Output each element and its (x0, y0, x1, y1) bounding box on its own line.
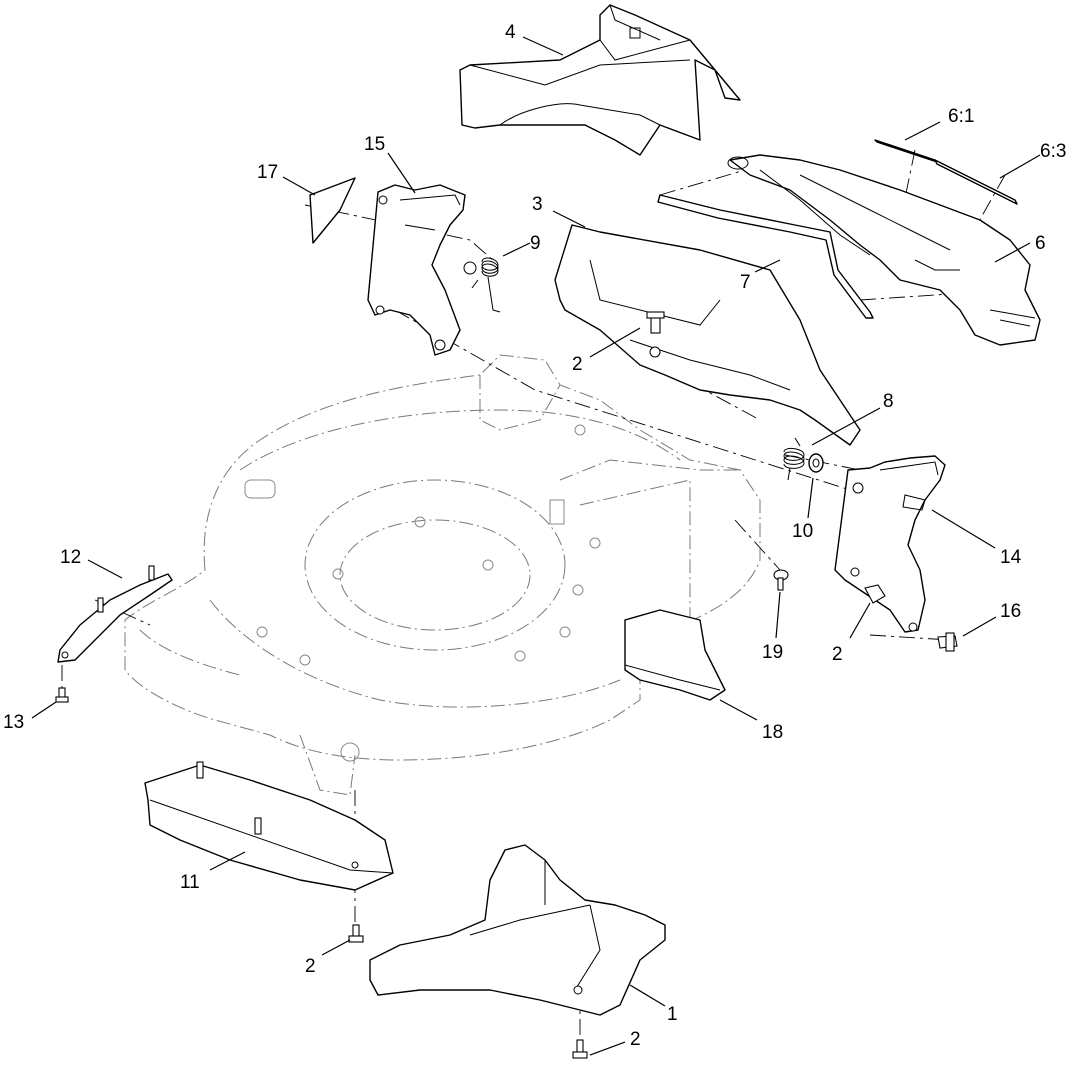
callout-6-1: 6:1 (948, 106, 974, 127)
callout-18: 18 (762, 722, 783, 743)
callout-14: 14 (1000, 547, 1022, 568)
callout-15: 15 (364, 134, 385, 155)
callout-13: 13 (3, 712, 24, 733)
part-6-rear-door (727, 154, 1041, 346)
callout-12: 12 (60, 547, 81, 568)
part-6-1-seal (874, 139, 938, 163)
callout-7: 7 (740, 272, 751, 293)
callout-8: 8 (883, 391, 894, 412)
bolt-2-shield (572, 1039, 588, 1059)
bolt-16 (937, 632, 958, 652)
callout-2-shield: 2 (630, 1029, 641, 1050)
bolt-19 (773, 569, 789, 591)
part-1-front-shield (369, 844, 666, 1016)
bolt-2-baffle (646, 311, 665, 334)
part-15-left-bracket (367, 184, 466, 356)
callout-11: 11 (180, 872, 200, 893)
part-9-torsion-spring (463, 257, 501, 313)
part-11-skid-plate (144, 761, 394, 891)
part-10-washer (808, 453, 824, 473)
part-14-right-bracket (834, 455, 946, 633)
callout-1: 1 (667, 1004, 678, 1025)
callout-9: 9 (530, 233, 541, 254)
part-13-bolt (55, 687, 69, 703)
part-8-torsion-spring (783, 437, 805, 481)
part-4-rear-chute (459, 4, 741, 156)
bolt-2-skid (348, 924, 364, 943)
callout-6: 6 (1035, 233, 1046, 254)
leader-lines (31, 36, 1041, 1056)
callout-2-bracket: 2 (832, 644, 843, 665)
callout-4: 4 (505, 22, 516, 43)
callout-2-skid: 2 (305, 956, 316, 977)
callout-3: 3 (532, 194, 543, 215)
callout-10: 10 (792, 521, 813, 542)
callout-2-baffle: 2 (572, 354, 583, 375)
callout-19: 19 (762, 642, 783, 663)
callout-6-3: 6:3 (1040, 141, 1066, 162)
part-18-rear-flap (624, 609, 726, 701)
mower-deck-housing (124, 354, 761, 796)
callout-16: 16 (1000, 601, 1021, 622)
part-7-hinge-rod (657, 194, 874, 319)
callout-17: 17 (257, 162, 278, 183)
bolt-2-bracket (864, 584, 886, 604)
part-17-label (309, 177, 356, 244)
part-6-3-seal (934, 159, 1018, 205)
part-12-height-plate (57, 565, 173, 663)
part-3-baffle (554, 224, 861, 446)
